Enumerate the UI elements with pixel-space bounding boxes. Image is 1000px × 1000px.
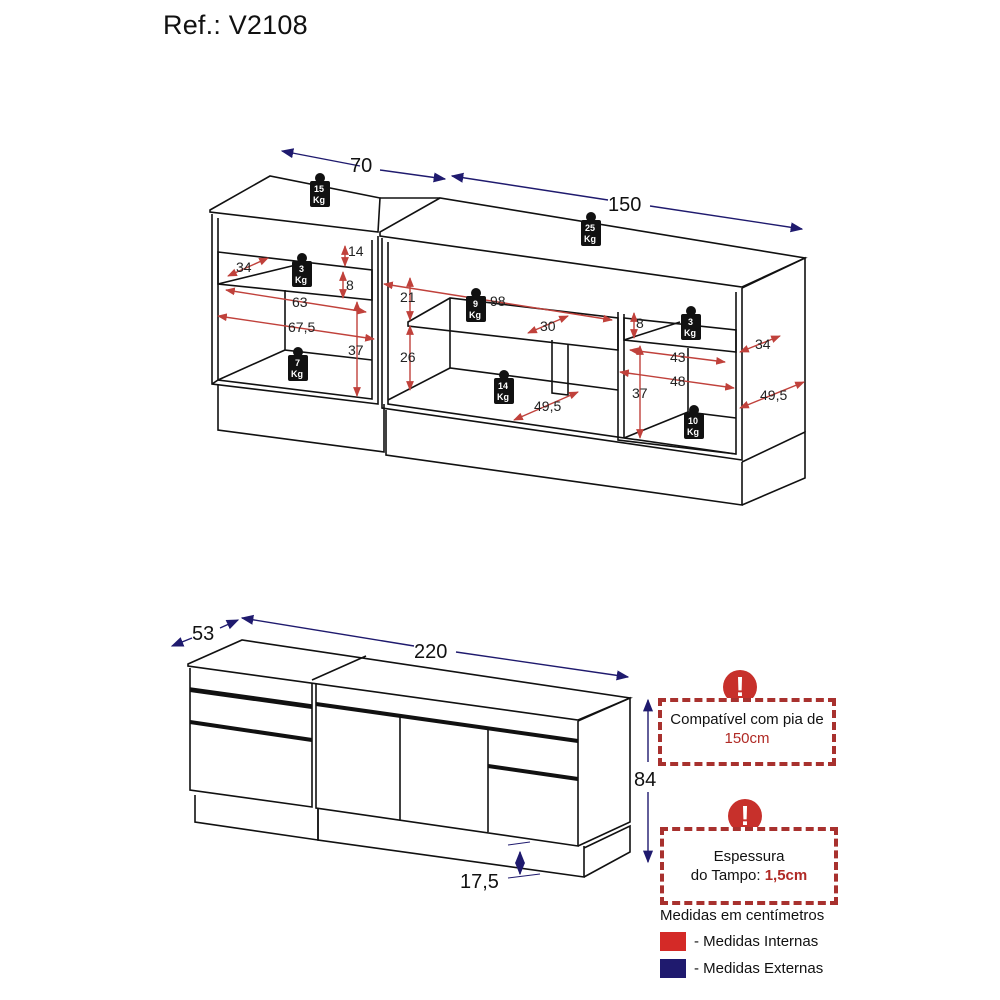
svg-text:10: 10 [688,416,698,426]
svg-text:63: 63 [292,294,308,310]
external-dim-84: 84 [634,698,656,864]
legend: Medidas em centímetros - Medidas Interna… [660,907,824,978]
legend-item-external: - Medidas Externas [660,959,824,978]
svg-text:67,5: 67,5 [288,319,315,335]
svg-text:17,5: 17,5 [460,871,499,893]
svg-text:26: 26 [400,349,416,365]
svg-text:3: 3 [688,317,693,327]
svg-text:Kg: Kg [584,234,596,244]
weight-icon-25kg: 25 Kg [581,212,601,246]
legend-item-internal: - Medidas Internas [660,932,824,951]
svg-text:9: 9 [473,299,478,309]
svg-text:14: 14 [498,381,508,391]
svg-text:49,5: 49,5 [760,387,787,403]
legend-swatch-red [660,932,686,951]
weight-icon-9kg: 9 Kg [466,288,486,322]
svg-text:15: 15 [314,184,324,194]
notice-highlight: 1,5cm [764,867,808,884]
external-dim-53: 53 [170,619,240,647]
svg-text:37: 37 [348,342,364,358]
svg-text:Kg: Kg [313,195,325,205]
svg-text:Kg: Kg [687,427,699,437]
svg-text:53: 53 [192,623,214,645]
svg-text:8: 8 [636,315,644,331]
legend-swatch-blue [660,959,686,978]
svg-text:Kg: Kg [291,369,303,379]
external-dim-220: 220 [240,614,630,681]
svg-text:3: 3 [299,264,304,274]
weight-icon-10kg: 10 Kg [684,405,704,439]
top-cabinet-outline [209,175,808,506]
svg-text:34: 34 [236,259,252,275]
svg-text:220: 220 [414,641,447,663]
front-cabinet-outline [187,639,633,878]
weight-icon-14kg: 14 Kg [494,370,514,404]
external-dim-150: 150 [450,172,804,233]
internal-dims [217,245,805,439]
svg-text:150: 150 [608,194,641,216]
legend-label: - Medidas Externas [694,960,824,977]
weight-icon-3kg-left: 3 Kg [292,253,312,287]
notice-text-prefix: do Tampo: [690,867,765,884]
notice-text: Compatível com pia de [670,711,824,728]
svg-text:Kg: Kg [295,275,307,285]
weight-icon-3kg-right: 3 Kg [681,306,701,340]
notice-text: Espessura [713,848,785,865]
svg-text:Kg: Kg [497,392,509,402]
external-dim-17-5: 17,5 [460,841,541,893]
svg-text:25: 25 [585,223,595,233]
reference-title: Ref.: V2108 [163,10,308,40]
svg-text:37: 37 [632,385,648,401]
svg-text:30: 30 [540,318,556,334]
svg-text:21: 21 [400,289,416,305]
svg-text:70: 70 [350,155,372,177]
svg-text:84: 84 [634,769,656,791]
svg-text:8: 8 [346,277,354,293]
legend-title: Medidas em centímetros [660,907,825,924]
weight-icon-15kg: 15 Kg [310,173,330,207]
svg-text:49,5: 49,5 [534,398,561,414]
svg-text:34: 34 [755,336,771,352]
svg-text:43: 43 [670,349,686,365]
svg-text:7: 7 [295,358,300,368]
notice-compatible-sink: Compatível com pia de 150cm [658,698,836,766]
svg-text:Kg: Kg [684,328,696,338]
svg-text:Kg: Kg [469,310,481,320]
svg-text:48: 48 [670,373,686,389]
legend-label: - Medidas Internas [694,933,819,950]
internal-dim-labels: 14 8 34 63 67,5 37 21 26 98 30 49,5 8 43… [236,243,787,414]
notice-countertop-thickness: Espessura do Tampo: 1,5cm [660,827,838,905]
external-dim-70: 70 [280,148,447,183]
svg-text:14: 14 [348,243,364,259]
svg-text:98: 98 [490,293,506,309]
notice-highlight: 150cm [724,730,770,747]
weight-icon-7kg: 7 Kg [288,347,308,381]
